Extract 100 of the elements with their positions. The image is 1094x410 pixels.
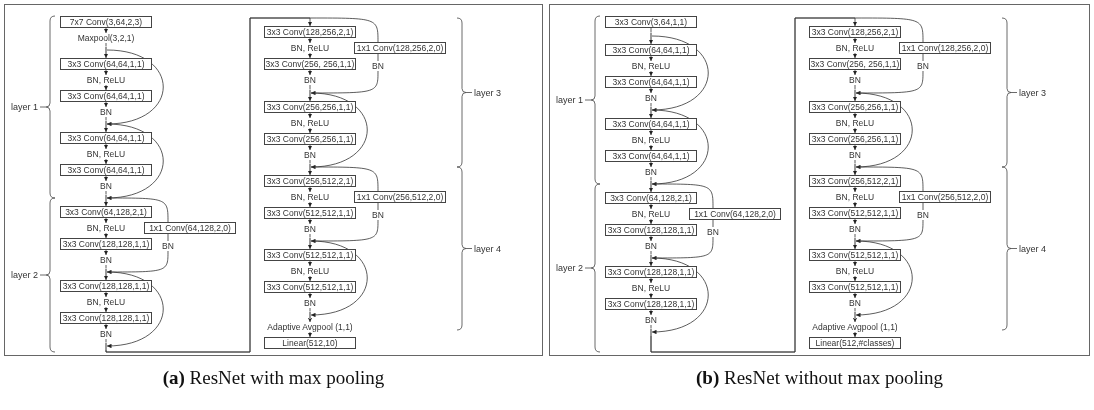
arrow — [103, 158, 109, 165]
arrow — [307, 218, 313, 225]
layer-box: 3x3 Conv(64,64,1,1) — [605, 118, 697, 130]
arrow — [307, 317, 313, 323]
layer-box: 3x3 Conv(64,128,2,1) — [60, 206, 152, 218]
layer-box: 3x3 Conv(128,128,1,1) — [60, 238, 152, 250]
layer-box: 3x3 Conv(64,64,1,1) — [60, 132, 152, 144]
arrow — [648, 218, 654, 225]
operation-label: BN, ReLU — [290, 192, 330, 202]
arrow — [648, 55, 654, 62]
operation-label: BN — [917, 210, 929, 220]
arrow — [852, 260, 858, 267]
operation-label: BN — [304, 150, 316, 160]
arrow — [307, 69, 313, 76]
connector-line — [105, 338, 107, 343]
layer-label: layer 3 — [474, 87, 501, 98]
layer-box: 3x3 Conv(256,256,1,1) — [264, 133, 356, 145]
arrow — [648, 113, 654, 119]
layer-box: 3x3 Conv(256,512,2,1) — [809, 175, 901, 187]
connector-line — [377, 53, 379, 62]
connector-line — [855, 166, 924, 192]
arrow — [103, 101, 109, 108]
operation-label: BN — [304, 75, 316, 85]
arrow — [307, 52, 313, 59]
operation-label: BN — [917, 61, 929, 71]
connector-line — [105, 42, 107, 47]
arrow — [852, 292, 858, 299]
connector-line — [105, 116, 107, 121]
operation-label: BN — [372, 61, 384, 71]
layer-label: layer 4 — [1019, 243, 1046, 254]
arrow — [648, 70, 654, 77]
arrow — [103, 217, 109, 224]
layer-label: layer 1 — [556, 95, 583, 105]
layer-box: 3x3 Conv(512,512,1,1) — [264, 249, 356, 261]
arrow — [307, 275, 313, 282]
layer-box: 3x3 Conv(64,64,1,1) — [605, 76, 697, 88]
operation-label: BN — [100, 107, 112, 117]
operation-label: BN — [707, 227, 719, 237]
arrow — [648, 235, 654, 242]
operation-label: BN, ReLU — [290, 266, 330, 276]
layer-box: 3x3 Conv(256,256,1,1) — [809, 101, 901, 113]
arrow — [103, 249, 109, 256]
operation-label: BN, ReLU — [631, 209, 671, 219]
arrow — [852, 275, 858, 282]
layer-box: 3x3 Conv(512,512,1,1) — [809, 249, 901, 261]
layer-label: layer 1 — [11, 102, 38, 112]
operation-label: Maxpool(3,2,1) — [77, 33, 135, 43]
layer-box: 3x3 Conv(256, 256,1,1) — [264, 58, 356, 70]
operation-label: BN — [645, 241, 657, 251]
arrow — [648, 261, 654, 267]
arrow — [103, 27, 109, 34]
layer-box: 3x3 Conv(128,128,1,1) — [605, 266, 697, 278]
operation-label: BN, ReLU — [290, 118, 330, 128]
operation-label: BN, ReLU — [86, 297, 126, 307]
arrow — [103, 69, 109, 76]
arrow — [852, 69, 858, 76]
arrow — [103, 201, 109, 207]
layer-box: 3x3 Conv(64,64,1,1) — [605, 150, 697, 162]
arrow — [307, 260, 313, 267]
arrow — [852, 112, 858, 119]
arrow — [307, 244, 313, 250]
arrow — [103, 306, 109, 313]
arrow — [103, 143, 109, 150]
arrow — [852, 317, 858, 323]
layer-box: 3x3 Conv(256,256,1,1) — [809, 133, 901, 145]
operation-label: BN — [645, 167, 657, 177]
operation-label: BN, ReLU — [631, 135, 671, 145]
operation-label: Adaptive Avgpool (1,1) — [812, 322, 898, 332]
operation-label: BN — [100, 329, 112, 339]
layer-box: 1x1 Conv(128,256,2,0) — [354, 42, 446, 54]
operation-label: Adaptive Avgpool (1,1) — [267, 322, 353, 332]
layer-box: 1x1 Conv(64,128,2,0) — [689, 208, 781, 220]
arrow — [103, 291, 109, 298]
arrow — [648, 144, 654, 151]
operation-label: BN, ReLU — [86, 149, 126, 159]
panel-caption: (b) ResNet without max pooling — [695, 367, 944, 389]
arrow — [852, 186, 858, 193]
connector-line — [105, 190, 107, 195]
layer-label: layer 3 — [1019, 87, 1046, 98]
arrow — [852, 218, 858, 225]
connector-line — [105, 17, 379, 353]
connector-line — [650, 324, 652, 329]
layer-box: 3x3 Conv(128,128,1,1) — [60, 312, 152, 324]
connector-line — [167, 233, 169, 242]
layer-box: 3x3 Conv(64,64,1,1) — [60, 90, 152, 102]
arrow — [307, 37, 313, 44]
connector-line — [106, 197, 169, 223]
operation-label: BN, ReLU — [86, 223, 126, 233]
connector-line — [650, 176, 652, 181]
operation-label: BN — [162, 241, 174, 251]
layer-box: 3x3 Conv(256,512,2,1) — [264, 175, 356, 187]
arrow — [648, 292, 654, 299]
arrow — [852, 244, 858, 250]
arrow — [103, 175, 109, 182]
layer-box: 3x3 Conv(512,512,1,1) — [809, 207, 901, 219]
layer-box: 3x3 Conv(64,64,1,1) — [60, 58, 152, 70]
layer-box: 3x3 Conv(128,256,2,1) — [809, 26, 901, 38]
arrow — [852, 170, 858, 176]
connector-line — [854, 233, 856, 238]
arrow — [852, 127, 858, 134]
